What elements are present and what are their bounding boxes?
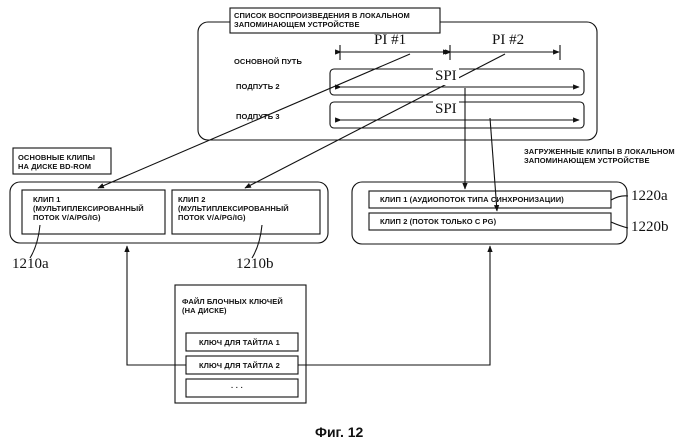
figure-caption: Фиг. 12 [315,424,363,440]
bd-clip2-line2: (МУЛЬТИПЛЕКСИРОВАННЫЙ [178,204,289,213]
key-more-text: · · · [231,383,243,392]
ref-1220b: 1220b [631,219,669,236]
key2-text: КЛЮЧ ДЛЯ ТАЙТЛА 2 [199,361,280,370]
key1-text: КЛЮЧ ДЛЯ ТАЙТЛА 1 [199,338,280,347]
keyfile-title-line1: ФАЙЛ БЛОЧНЫХ КЛЮЧЕЙ [182,297,283,306]
arrow-pi1-to-clip1 [98,54,410,188]
bd-clip1-line1: КЛИП 1 [33,195,144,204]
spi-label-subpath2: SPI [433,68,459,85]
local-title: ЗАГРУЖЕННЫЕ КЛИПЫ В ЛОКАЛЬНОМ ЗАПОМИНАЮЩ… [524,147,675,165]
keyfile-title: ФАЙЛ БЛОЧНЫХ КЛЮЧЕЙ (НА ДИСКЕ) [182,297,283,315]
subpath2-label: ПОДПУТЬ 2 [236,82,280,91]
subpath3-label: ПОДПУТЬ 3 [236,112,280,121]
local-clip2-text: КЛИП 2 (ПОТОК ТОЛЬКО С PG) [380,217,496,226]
ref-1220a: 1220a [631,188,668,205]
bd-clip1-line2: (МУЛЬТИПЛЕКСИРОВАННЫЙ [33,204,144,213]
bd-rom-title-line1: ОСНОВНЫЕ КЛИПЫ [18,153,95,162]
bd-clip1-text: КЛИП 1 (МУЛЬТИПЛЕКСИРОВАННЫЙ ПОТОК V/A/P… [33,195,144,222]
pi2-label: PI #2 [492,32,524,49]
bd-rom-title: ОСНОВНЫЕ КЛИПЫ НА ДИСКЕ BD-ROM [18,153,95,171]
bd-clip1-line3: ПОТОК V/A/PG/IG) [33,213,144,222]
local-clip1-text: КЛИП 1 (АУДИОПОТОК ТИПА СИНХРОНИЗАЦИИ) [380,195,564,204]
arrow-key-to-local [298,246,490,365]
pi1-label: PI #1 [374,32,406,49]
bd-clip2-text: КЛИП 2 (МУЛЬТИПЛЕКСИРОВАННЫЙ ПОТОК V/A/P… [178,195,289,222]
bd-rom-title-line2: НА ДИСКЕ BD-ROM [18,162,95,171]
playlist-title-line1: СПИСОК ВОСПРОИЗВЕДЕНИЯ В ЛОКАЛЬНОМ [234,11,410,20]
local-title-line1: ЗАГРУЖЕННЫЕ КЛИПЫ В ЛОКАЛЬНОМ [524,147,675,156]
ref-1210b: 1210b [236,256,274,273]
keyfile-title-line2: (НА ДИСКЕ) [182,306,283,315]
arrow-key-to-bd [127,246,186,365]
main-path-label: ОСНОВНОЙ ПУТЬ [234,57,302,66]
playlist-title-line2: ЗАПОМИНАЮЩЕМ УСТРОЙСТВЕ [234,20,410,29]
arrow-pi2-to-clip2 [245,54,505,188]
spi-label-subpath3: SPI [433,101,459,118]
playlist-title: СПИСОК ВОСПРОИЗВЕДЕНИЯ В ЛОКАЛЬНОМ ЗАПОМ… [234,11,410,29]
bd-clip2-line3: ПОТОК V/A/PG/IG) [178,213,289,222]
local-title-line2: ЗАПОМИНАЮЩЕМ УСТРОЙСТВЕ [524,156,675,165]
ref-1210a: 1210a [12,256,49,273]
bd-clip2-line1: КЛИП 2 [178,195,289,204]
